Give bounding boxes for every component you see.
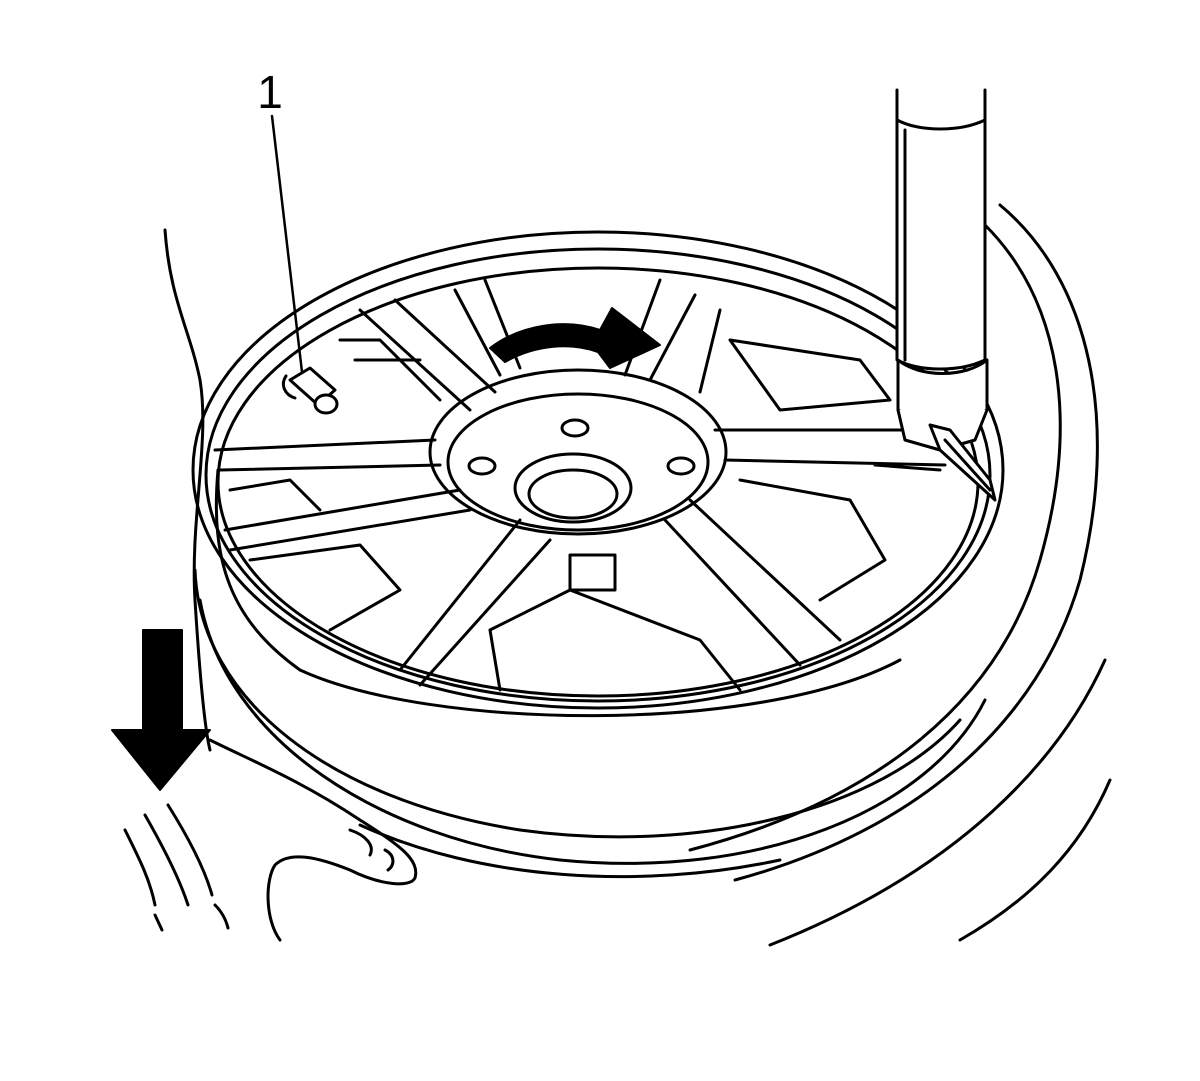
spoke-bottom-window bbox=[568, 553, 617, 592]
center-bore-outer bbox=[513, 452, 633, 524]
finger-line-1 bbox=[348, 828, 373, 857]
center-bore-inner bbox=[527, 468, 619, 520]
hand-outline bbox=[208, 738, 418, 942]
rim-second-ellipse bbox=[204, 247, 992, 703]
tire-outer-arcs bbox=[688, 203, 1112, 947]
callout-leader-line bbox=[270, 114, 304, 374]
spoke-lower-left-window bbox=[248, 543, 402, 632]
valve-stem bbox=[281, 366, 339, 415]
tool-column-top bbox=[895, 88, 987, 122]
bead-lower-2 bbox=[198, 598, 987, 865]
motion-mark-4 bbox=[153, 913, 164, 932]
spoke-lower-left bbox=[223, 488, 472, 552]
tire-arc-3 bbox=[768, 658, 1107, 947]
tool-blade bbox=[928, 423, 997, 502]
spoke-left-window bbox=[228, 478, 322, 512]
spoke-right-window bbox=[728, 338, 892, 412]
motion-mark-5 bbox=[213, 903, 230, 930]
callout-label-1: 1 bbox=[257, 66, 283, 118]
lug-hole-left bbox=[467, 456, 497, 476]
hub-inner bbox=[446, 392, 710, 532]
spoke-lower-right bbox=[663, 498, 842, 667]
mounting-tool bbox=[895, 88, 997, 502]
tire-bead bbox=[193, 568, 987, 879]
rim-barrel-bottom bbox=[298, 658, 902, 718]
spoke-right bbox=[713, 428, 947, 472]
spoke-bottom bbox=[398, 518, 552, 687]
bead-lower-3 bbox=[358, 823, 782, 879]
tire-left-edge bbox=[123, 228, 418, 942]
rim-outer-ellipse bbox=[191, 230, 1005, 710]
push-down-arrow-icon bbox=[111, 629, 211, 791]
tire-left-line bbox=[163, 228, 212, 752]
motion-mark-2 bbox=[143, 813, 190, 907]
spoke-lower-right-window bbox=[738, 478, 887, 602]
valve-stem-cap bbox=[313, 393, 339, 415]
lug-hole-right bbox=[666, 456, 696, 476]
tire-arc-2 bbox=[733, 203, 1099, 882]
spoke-left bbox=[213, 438, 442, 472]
motion-mark-3 bbox=[166, 803, 214, 897]
tire-arc-4 bbox=[958, 778, 1112, 942]
hub-outer bbox=[428, 368, 728, 536]
tool-blade-line bbox=[943, 438, 992, 492]
rotation-arrow-icon bbox=[489, 307, 661, 369]
finger-line-2 bbox=[383, 848, 395, 872]
tire-arc-1 bbox=[688, 223, 1062, 852]
rim-barrel-left bbox=[214, 468, 302, 672]
motion-mark-1 bbox=[123, 828, 157, 907]
bead-lower-1 bbox=[193, 568, 962, 839]
spoke-top bbox=[453, 278, 522, 377]
lug-hole-top bbox=[560, 418, 590, 438]
tool-column bbox=[895, 118, 987, 371]
spoke-upper-left-inner bbox=[338, 338, 442, 402]
wheel-hub bbox=[428, 368, 728, 536]
spoke-bottom-pocket bbox=[488, 588, 742, 692]
valve-stem-base bbox=[281, 374, 297, 400]
